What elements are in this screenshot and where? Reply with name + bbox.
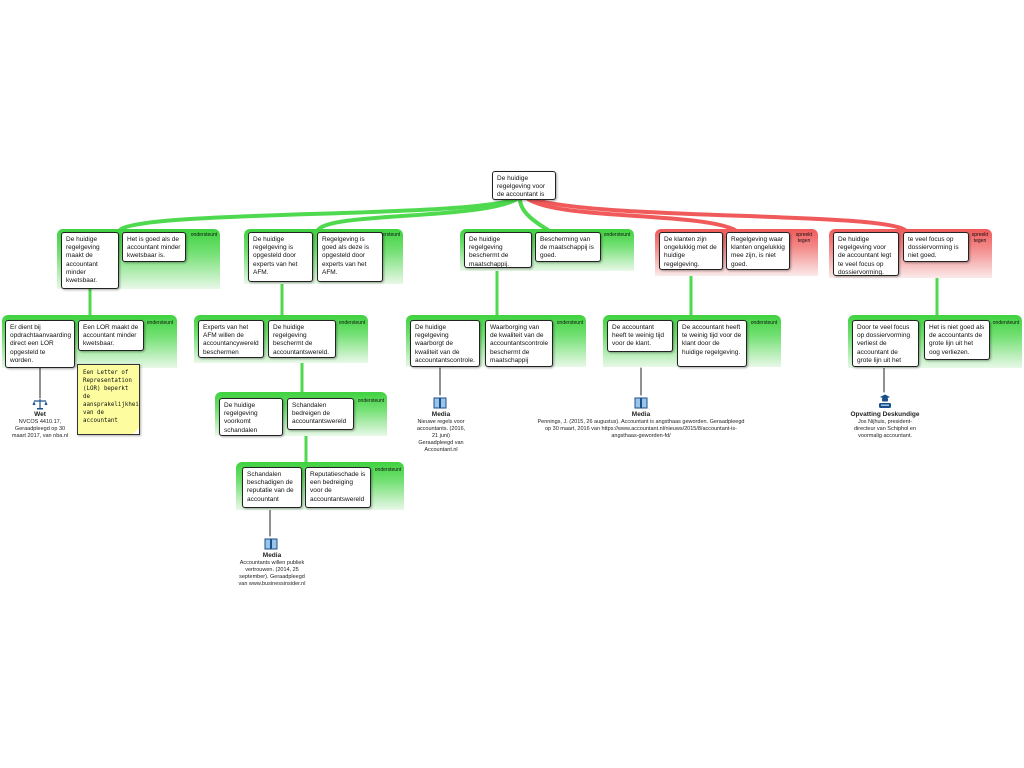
argument-4-reason-text: Regelgeving waar klanten ongelukkig mee … <box>731 236 785 268</box>
sub-3-reason[interactable]: Waarborging van de kwaliteit van de acco… <box>485 320 553 367</box>
sub-4-reason[interactable]: De accountant heeft te weinig tijd voor … <box>677 320 747 367</box>
sub-2c-claim-text: Schandalen beschadigen de reputatie van … <box>247 471 294 503</box>
tag-support: ondersteunt <box>374 467 402 473</box>
argument-5-reason-text: te veel focus op dossiervorming is niet … <box>908 236 959 260</box>
sub-2-reason-text: De huidige regelgeving beschermt de acco… <box>273 324 330 356</box>
sub-1-reason[interactable]: Een LOR maakt de accountant minder kwets… <box>78 320 144 351</box>
sub-2c-reason[interactable]: Reputatieschade is een bedreiging voor d… <box>305 467 371 508</box>
book-icon <box>634 397 648 409</box>
argument-1-claim[interactable]: De huidige regelgeving maakt de accounta… <box>61 232 119 289</box>
sub-2-claim-text: Experts van het AFM willen de accountanc… <box>203 324 259 356</box>
sub-2c-claim[interactable]: Schandalen beschadigen de reputatie van … <box>242 467 302 508</box>
source-media-2-title: Media <box>631 411 651 418</box>
argument-4-reason[interactable]: Regelgeving waar klanten ongelukkig mee … <box>726 232 790 270</box>
sub-2b-claim[interactable]: De huidige regelgeving voorkomt schandal… <box>219 398 283 436</box>
tag-support: ondersteunt <box>556 320 584 326</box>
sub-3-claim[interactable]: De huidige regelgeving waarborgt de kwal… <box>410 320 480 367</box>
sub-3-reason-text: Waarborging van de kwaliteit van de acco… <box>490 324 549 364</box>
sub-2b-reason[interactable]: Schandalen bedreigen de accountantswerel… <box>287 398 354 430</box>
tag-support: ondersteunt <box>338 320 366 326</box>
note-lor[interactable]: Een Letter of Representation (LOR) beper… <box>77 364 140 435</box>
argument-2-claim[interactable]: De huidige regelgeving is opgesteld door… <box>248 232 313 282</box>
sub-4-reason-text: De accountant heeft te weinig tijd voor … <box>682 324 742 356</box>
tag-support: ondersteunt <box>750 320 778 326</box>
argument-5-claim-text: De huidige regelgeving voor de accountan… <box>838 236 892 276</box>
source-media-3-text: Accountants willen publiek vertrouwen. (… <box>238 560 306 587</box>
argument-2-reason[interactable]: Regelgeving is goed als deze is opgestel… <box>317 232 383 282</box>
source-media-1: Media Nieuwe regels voor accountants. (2… <box>414 410 468 454</box>
tag-support: ondersteunt <box>190 232 218 238</box>
source-wet-title: Wet <box>34 411 46 418</box>
sub-5-claim[interactable]: Door te veel focus op dossiervorming ver… <box>852 320 919 367</box>
sub-2-claim[interactable]: Experts van het AFM willen de accountanc… <box>198 320 264 358</box>
source-media-3: Media Accountants willen publiek vertrou… <box>238 551 306 588</box>
sub-2b-reason-text: Schandalen bedreigen de accountantswerel… <box>292 402 347 426</box>
argument-3-claim[interactable]: De huidige regelgeving beschermt de maat… <box>464 232 532 268</box>
source-expert: Opvatting Deskundige Jos Nijhuis, presid… <box>850 410 920 440</box>
expert-icon <box>879 394 891 408</box>
tag-oppose: spreekt tegen <box>971 232 989 244</box>
tag-support: ondersteunt <box>146 320 174 326</box>
source-media-2-text: Pennings, J. (2015, 26 augustus). Accoun… <box>537 419 745 439</box>
tag-oppose: spreekt tegen <box>795 232 813 244</box>
tag-support: ondersteunt <box>357 398 385 404</box>
sub-2-reason[interactable]: De huidige regelgeving beschermt de acco… <box>268 320 336 358</box>
argument-1-reason[interactable]: Het is goed als de accountant minder kwe… <box>122 232 186 262</box>
sub-4-claim-text: De accountant heeft te weinig tijd voor … <box>612 324 665 348</box>
book-icon <box>264 538 278 550</box>
sub-5-reason-text: Het is niet goed als de accountants de g… <box>929 324 985 356</box>
argument-2-claim-text: De huidige regelgeving is opgesteld door… <box>253 236 298 276</box>
source-media-3-title: Media <box>262 552 282 559</box>
argument-5-claim[interactable]: De huidige regelgeving voor de accountan… <box>833 232 899 276</box>
sub-1-claim[interactable]: Er dient bij opdrachtaanvaarding direct … <box>5 320 75 368</box>
source-media-1-text: Nieuwe regels voor accountants. (2016, 2… <box>416 419 466 453</box>
argument-2-reason-text: Regelgeving is goed als deze is opgestel… <box>322 236 369 276</box>
argument-5-reason[interactable]: te veel focus op dossiervorming is niet … <box>903 232 969 262</box>
argument-3-reason-text: Bescherming van de maatschappij is goed. <box>540 236 594 260</box>
source-media-2: Media Pennings, J. (2015, 26 augustus). … <box>536 410 746 440</box>
sub-4-claim[interactable]: De accountant heeft te weinig tijd voor … <box>607 320 673 352</box>
source-wet: Wet NVCOS 4410.17, Geraadpleegd op 30 ma… <box>8 410 72 440</box>
argument-3-reason[interactable]: Bescherming van de maatschappij is goed. <box>535 232 601 262</box>
sub-2c-reason-text: Reputatieschade is een bedreiging voor d… <box>310 471 366 503</box>
note-lor-text: Een Letter of Representation (LOR) beper… <box>83 370 140 424</box>
source-media-1-title: Media <box>431 411 451 418</box>
scales-icon <box>32 399 48 410</box>
sub-2b-claim-text: De huidige regelgeving voorkomt schandal… <box>224 402 258 434</box>
source-wet-text: NVCOS 4410.17, Geraadpleegd op 30 maart … <box>11 419 69 439</box>
argument-4-claim[interactable]: De klanten zijn ongelukkig met de huidig… <box>659 232 723 270</box>
sub-5-claim-text: Door te veel focus op dossiervorming ver… <box>857 324 911 366</box>
sub-5-reason[interactable]: Het is niet goed als de accountants de g… <box>924 320 990 360</box>
source-expert-text: Jos Nijhuis, president-directeur van Sch… <box>853 419 917 439</box>
root-claim[interactable]: De huidige regelgeving voor de accountan… <box>492 171 556 200</box>
argument-4-claim-text: De klanten zijn ongelukkig met de huidig… <box>664 236 717 268</box>
tag-support: ondersteunt <box>373 232 401 238</box>
book-icon <box>433 397 447 409</box>
sub-3-claim-text: De huidige regelgeving waarborgt de kwal… <box>415 324 475 364</box>
tag-support: ondersteunt <box>603 232 631 238</box>
sub-1-reason-text: Een LOR maakt de accountant minder kwets… <box>83 324 139 348</box>
argument-1-reason-text: Het is goed als de accountant minder kwe… <box>127 236 181 260</box>
sub-1-claim-text: Er dient bij opdrachtaanvaarding direct … <box>10 324 72 364</box>
argument-1-claim-text: De huidige regelgeving maakt de accounta… <box>66 236 100 285</box>
tag-support: ondersteunt <box>992 320 1020 326</box>
root-claim-text: De huidige regelgeving voor de accountan… <box>497 175 546 199</box>
argument-3-claim-text: De huidige regelgeving beschermt de maat… <box>469 236 510 268</box>
source-expert-title: Opvatting Deskundige <box>850 411 920 418</box>
